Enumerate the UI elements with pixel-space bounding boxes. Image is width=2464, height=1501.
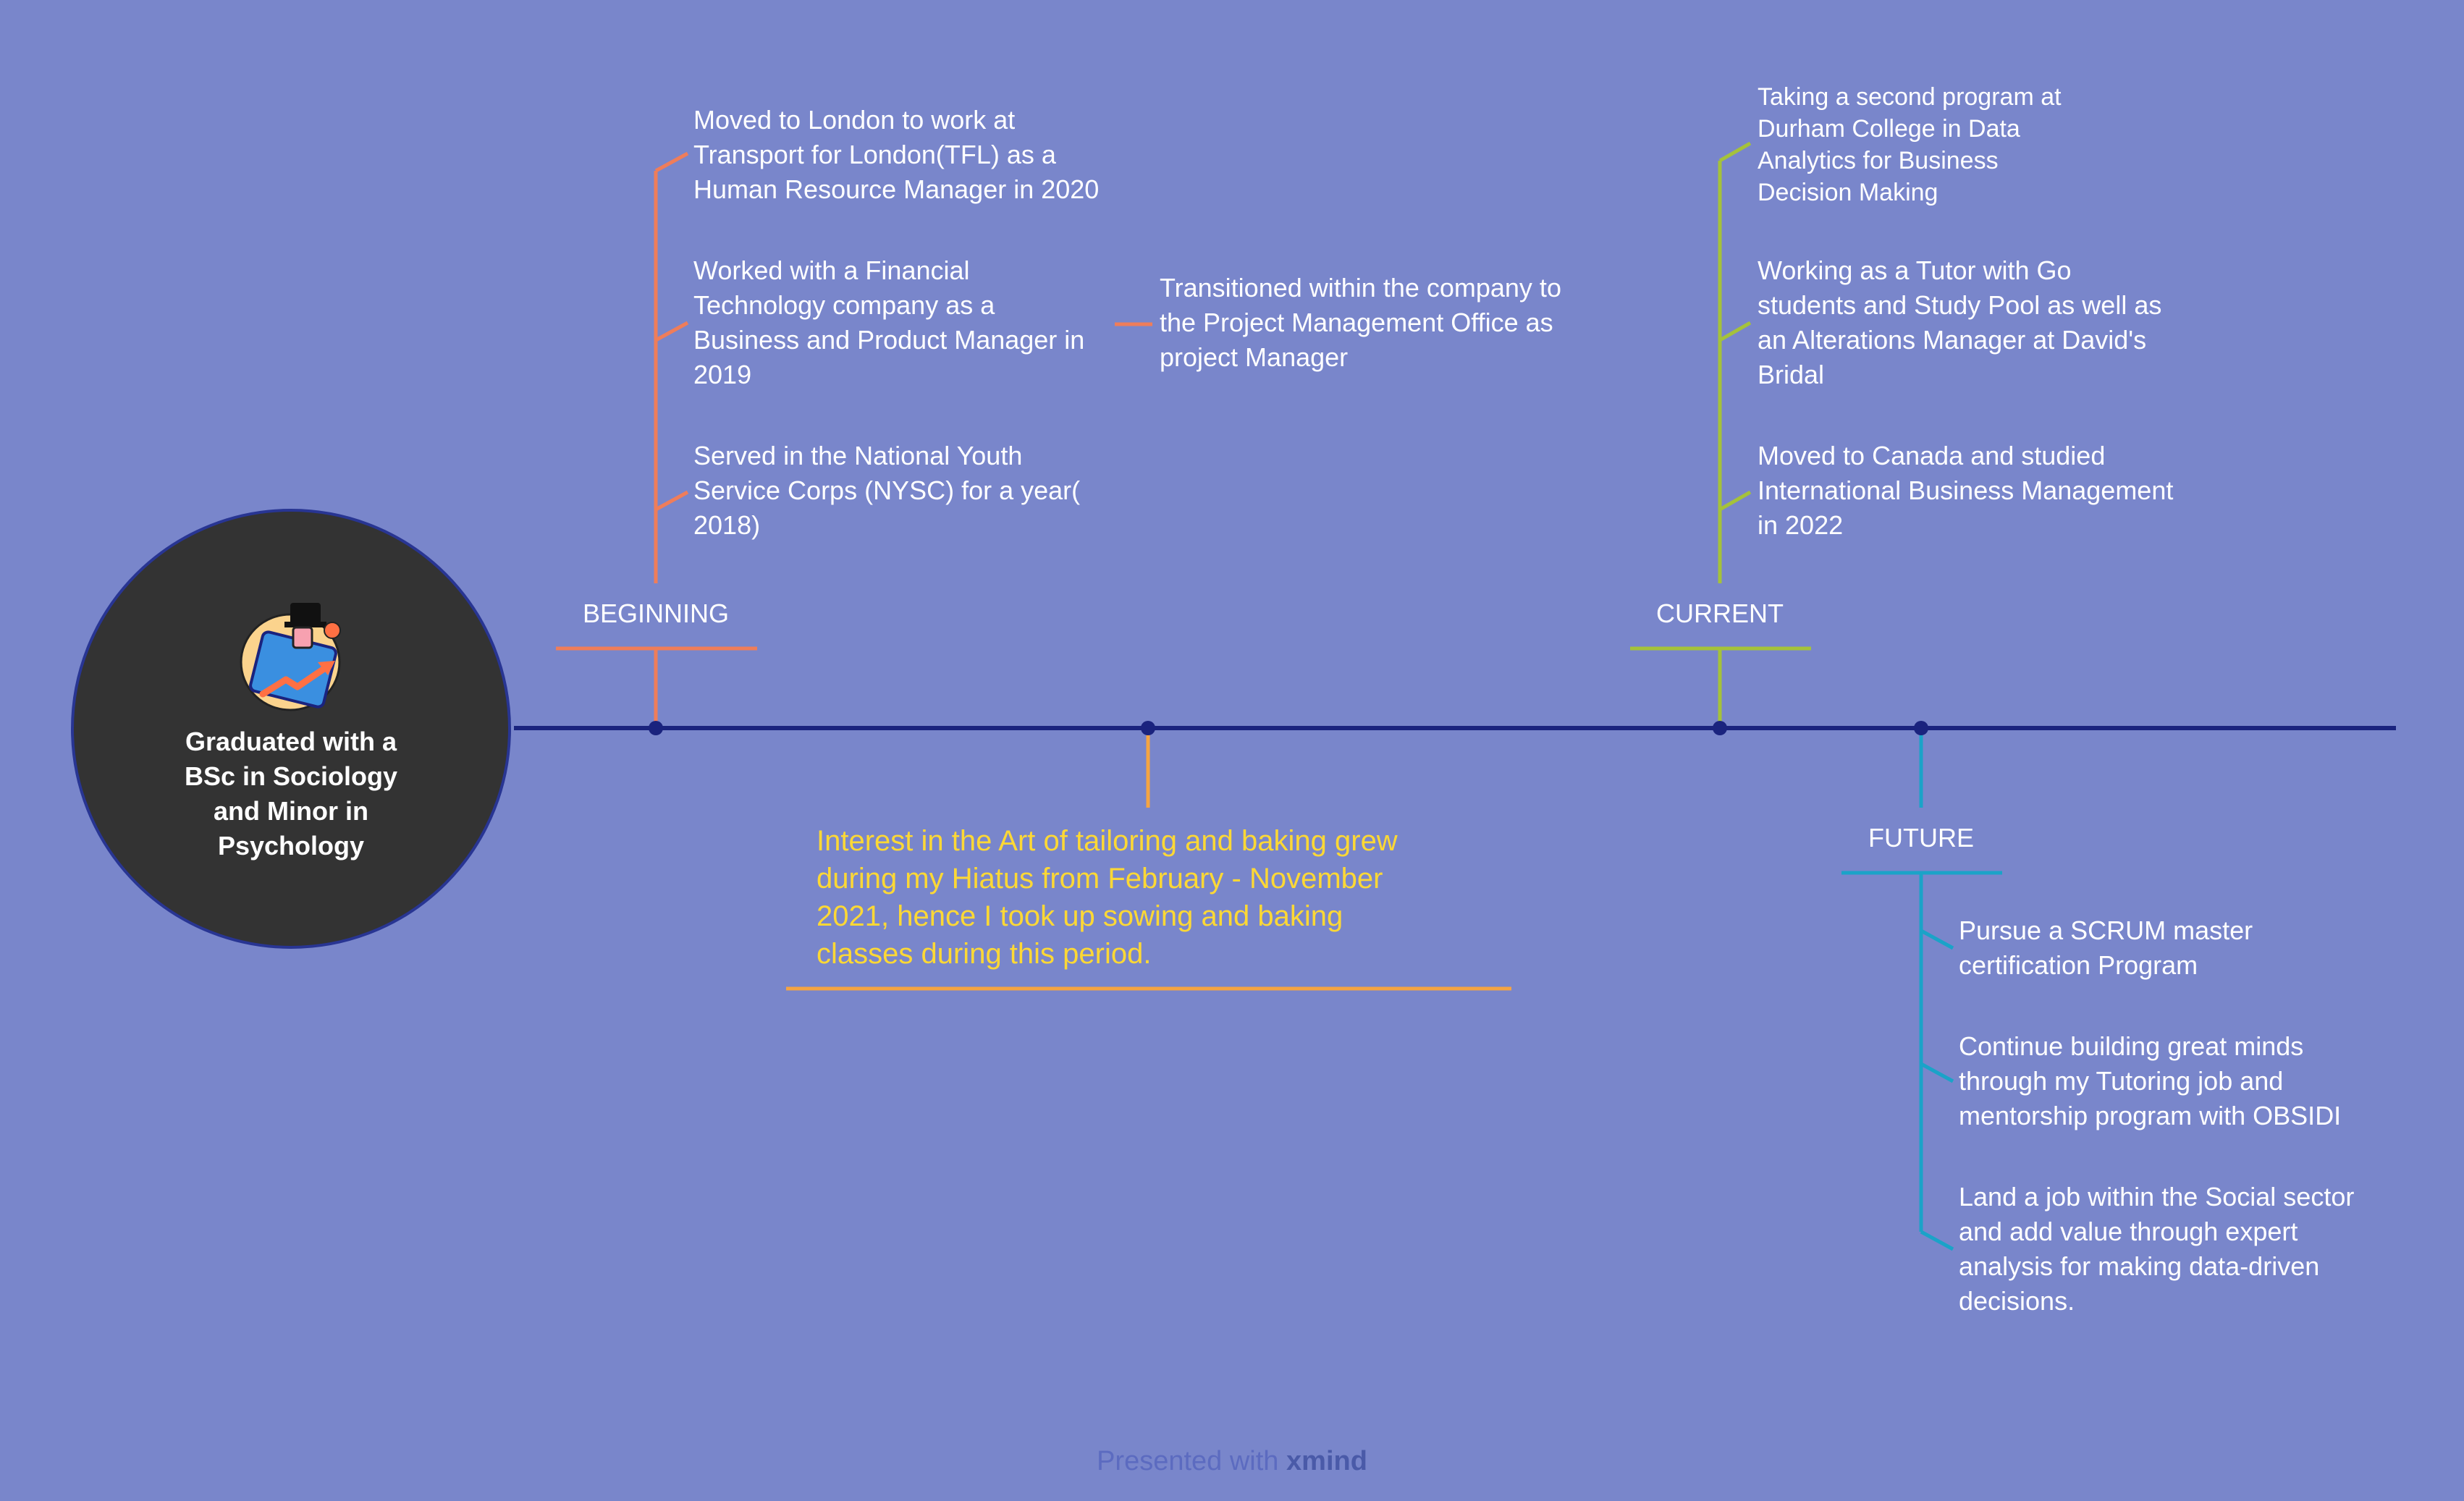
current-item-line: in 2022 <box>1758 510 1844 540</box>
future-branch-lines <box>1841 728 2002 1251</box>
current-item-tutor[interactable]: Working as a Tutor with Go students and … <box>1758 253 2161 392</box>
current-item-line: students and Study Pool as well as <box>1758 290 2162 320</box>
beginning-item-fintech[interactable]: Worked with a Financial Technology compa… <box>693 253 1084 392</box>
current-item-line: Decision Making <box>1758 179 1938 206</box>
current-item-line: Analytics for Business <box>1758 147 1999 174</box>
future-item-line: analysis for making data-driven <box>1959 1251 2320 1281</box>
central-topic-line: BSc in Sociology <box>184 761 398 791</box>
beginning-item-line: Service Corps (NYSC) for a year( <box>693 475 1081 505</box>
presented-with-footer[interactable]: Presented with xmind <box>0 1446 2464 1477</box>
beginning-item-line: Transport for London(TFL) as a <box>693 140 1056 169</box>
hiatus-line: classes during this period. <box>817 938 1152 970</box>
branch-label-beginning[interactable]: BEGINNING <box>582 599 730 628</box>
beginning-sub-item-line: project Manager <box>1160 342 1349 372</box>
hiatus-topic[interactable]: Interest in the Art of tailoring and bak… <box>817 822 1398 973</box>
current-item-line: International Business Management <box>1758 475 2174 505</box>
current-item-line: Bridal <box>1758 360 1825 389</box>
beginning-item-line: Business and Product Manager in <box>693 325 1085 355</box>
beginning-item-line: Technology company as a <box>693 290 995 320</box>
future-item-scrum[interactable]: Pursue a SCRUM master certification Prog… <box>1959 913 2253 983</box>
current-item-durham[interactable]: Taking a second program at Durham Colleg… <box>1758 81 2062 208</box>
beginning-item-line: Worked with a Financial <box>693 255 970 285</box>
current-item-line: Taking a second program at <box>1758 83 2062 111</box>
future-item-line: certification Program <box>1959 950 2198 980</box>
beginning-sub-item-pmo[interactable]: Transitioned within the company to the P… <box>1160 271 1561 375</box>
current-item-line: an Alterations Manager at David's <box>1758 325 2147 355</box>
future-item-line: decisions. <box>1959 1286 2075 1316</box>
hiatus-branch-lines <box>786 728 1511 991</box>
future-item-line: and add value through expert <box>1959 1217 2298 1246</box>
beginning-item-nysc[interactable]: Served in the National Youth Service Cor… <box>693 439 1080 543</box>
future-item-social-sector[interactable]: Land a job within the Social sector and … <box>1959 1180 2354 1319</box>
beginning-item-line: 2018) <box>693 510 761 540</box>
central-topic-text: Graduated with a BSc in Sociology and Mi… <box>74 724 508 863</box>
central-topic-line: and Minor in <box>214 796 368 826</box>
footer-prefix: Presented with <box>1097 1446 1279 1476</box>
future-item-line: through my Tutoring job and <box>1959 1066 2284 1096</box>
central-topic-line: Psychology <box>217 831 365 861</box>
future-item-line: mentorship program with OBSIDI <box>1959 1101 2342 1130</box>
axis-node-beginning <box>649 721 663 735</box>
central-topic-line: Graduated with a <box>185 727 397 756</box>
current-item-line: Durham College in Data <box>1758 115 2020 143</box>
branch-label-future[interactable]: FUTURE <box>1868 823 1974 853</box>
current-item-canada[interactable]: Moved to Canada and studied Internationa… <box>1758 439 2173 543</box>
future-item-line: Land a job within the Social sector <box>1959 1182 2355 1212</box>
hiatus-line: 2021, hence I took up sowing and baking <box>817 900 1343 932</box>
axis-node-hiatus <box>1141 721 1155 735</box>
briefcase-growth-icon <box>240 603 341 711</box>
central-topic[interactable]: Graduated with a BSc in Sociology and Mi… <box>71 509 511 949</box>
current-item-line: Working as a Tutor with Go <box>1758 255 2072 285</box>
hiatus-line: during my Hiatus from February - Novembe… <box>817 863 1383 895</box>
future-item-tutoring[interactable]: Continue building great minds through my… <box>1959 1029 2341 1133</box>
beginning-item-tfl[interactable]: Moved to London to work at Transport for… <box>693 103 1099 207</box>
current-branch-lines <box>1630 141 1811 728</box>
beginning-item-line: Human Resource Manager in 2020 <box>693 174 1100 204</box>
beginning-item-line: Served in the National Youth <box>693 441 1023 470</box>
hiatus-line: Interest in the Art of tailoring and bak… <box>817 825 1398 857</box>
current-item-line: Moved to Canada and studied <box>1758 441 2106 470</box>
beginning-sub-item-line: the Project Management Office as <box>1160 308 1553 337</box>
future-item-line: Pursue a SCRUM master <box>1959 916 2253 945</box>
beginning-sub-item-line: Transitioned within the company to <box>1160 273 1561 303</box>
beginning-branch-lines <box>556 151 1152 728</box>
beginning-item-line: Moved to London to work at <box>693 105 1016 135</box>
beginning-item-line: 2019 <box>693 360 752 389</box>
axis-node-current <box>1713 721 1727 735</box>
xmind-logo-text: xmind <box>1286 1446 1367 1476</box>
branch-label-current[interactable]: CURRENT <box>1656 599 1784 628</box>
axis-node-future <box>1914 721 1928 735</box>
future-item-line: Continue building great minds <box>1959 1031 2304 1061</box>
